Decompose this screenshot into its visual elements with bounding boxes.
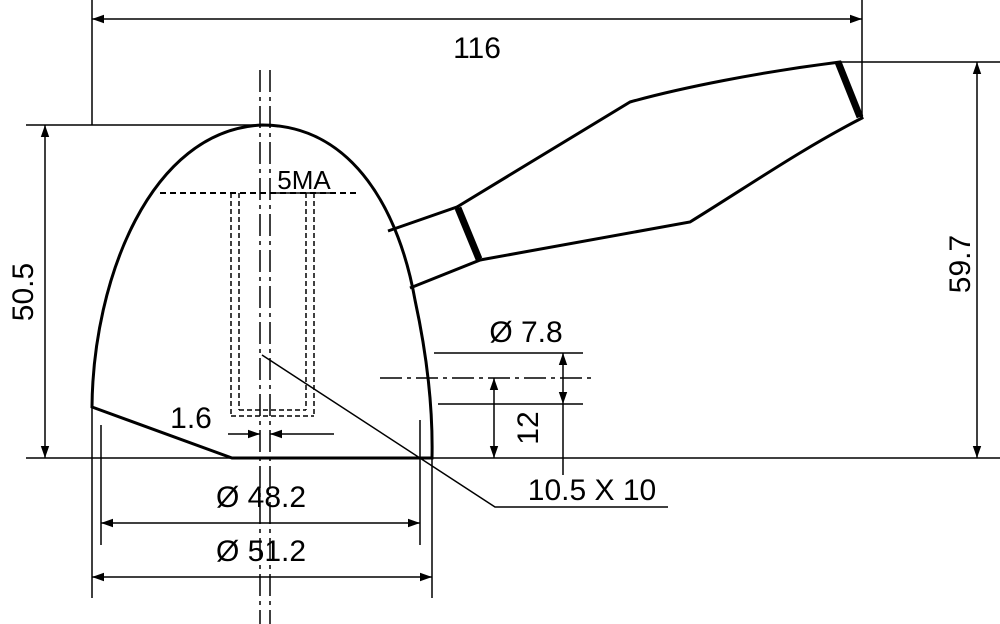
- dim-text-1-6: 1.6: [170, 402, 212, 435]
- dim-text-116: 116: [453, 32, 501, 65]
- dim-text-d7-8: Ø 7.8: [489, 316, 562, 349]
- dim-text-12: 12: [512, 411, 545, 444]
- center-axis-lines: [259, 70, 271, 624]
- dim-text-59-7: 59.7: [944, 235, 977, 293]
- handle-collar-band: [454, 206, 483, 261]
- dim-text-d51: Ø 51.2: [216, 535, 306, 568]
- dim-text-d48: Ø 48.2: [216, 481, 306, 514]
- knob-body-outline: [90, 123, 434, 460]
- dim-text-50-5: 50.5: [7, 263, 40, 321]
- handle-grip-outline: [456, 60, 864, 262]
- handle-end-cap: [834, 60, 864, 119]
- extension-lines: [26, 0, 1000, 598]
- slot-leader-line: [261, 354, 668, 508]
- dim-text-thread: 5MA: [277, 165, 331, 195]
- bore-hidden-lines: [230, 193, 315, 417]
- dim-text-slot: 10.5 X 10: [528, 474, 656, 507]
